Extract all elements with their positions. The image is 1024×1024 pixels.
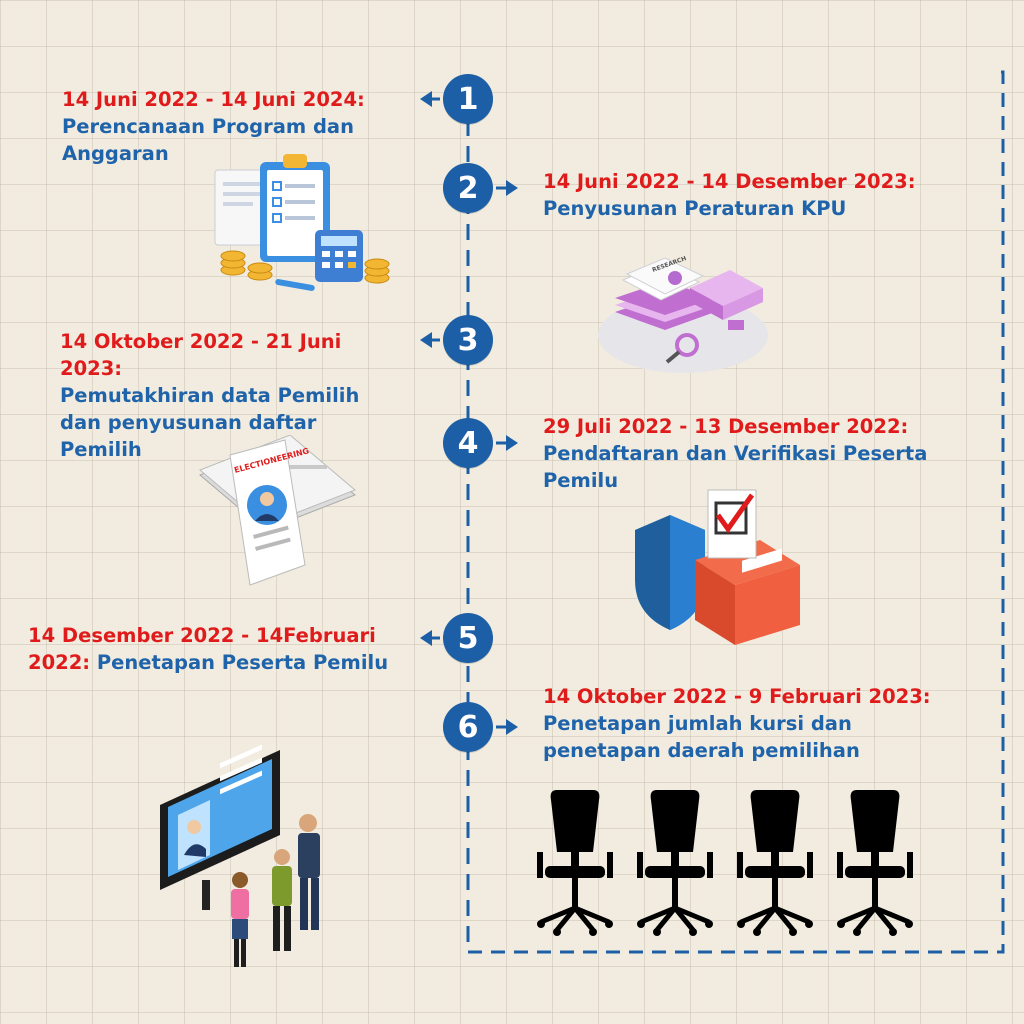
step-1-badge: 1 [443,74,493,124]
step-4-description: Pendaftaran dan Verifikasi Peserta Pemil… [543,442,928,492]
arrow-right-icon [506,435,518,451]
step-6-badge: 6 [443,702,493,752]
step-6-date: 14 Oktober 2022 - 9 Februari 2023: [543,685,931,708]
step-1-description: Perencanaan Program dan Anggaran [62,115,354,165]
step-2-text: 14 Juni 2022 - 14 Desember 2023: Penyusu… [543,168,963,222]
chair-icon [837,790,913,936]
step-2-badge: 2 [443,163,493,213]
coins-icon [220,250,390,284]
step-5-description: Penetapan Peserta Pemilu [96,651,389,674]
budget-clipboard-illustration [214,154,390,291]
people-icon [231,814,320,967]
monitor-icon [160,745,280,910]
document-icon [214,169,271,246]
step-4-text: 29 Juli 2022 - 13 Desember 2022: Pendaft… [543,413,963,494]
step-3-text: 14 Oktober 2022 - 21 Juni 2023: Pemutakh… [60,328,400,463]
pen-icon [275,279,315,291]
sticky-note-icon [728,320,744,330]
clipboard-icon [260,154,330,262]
step-5-date: 14 Desember 2022 - 14Februari 2022: [28,624,376,674]
research-documents-illustration: RESEARCH [598,255,768,373]
step-3-badge: 3 [443,315,493,365]
chair-icon [737,790,813,936]
chair-icon [637,790,713,936]
chair-icon [537,790,613,936]
presentation-screen-illustration [160,745,320,967]
book-stack-icon [690,270,763,320]
step-2-description: Penyusunan Peraturan KPU [543,197,847,220]
step-6-description: Penetapan jumlah kursi dan penetapan dae… [543,712,860,762]
ballot-paper-icon [707,489,757,559]
arrow-right-icon [506,180,518,196]
shield-icon [635,515,705,630]
step-2-date: 14 Juni 2022 - 14 Desember 2023: [543,170,916,193]
step-4-badge: 4 [443,418,493,468]
step-3-description: Pemutakhiran data Pemilih dan penyusunan… [60,384,360,461]
research-paper-icon: RESEARCH [621,255,705,301]
arrow-left-icon [420,332,432,348]
step-5-badge: 5 [443,613,493,663]
ballot-box-icon [695,540,800,645]
arrow-left-icon [420,630,432,646]
calculator-icon [315,230,363,282]
arrow-right-icon [506,719,518,735]
timeline-border [468,70,1005,954]
magnifier-icon [665,333,699,364]
electioneering-poster-illustration: ELECTIONEERING [199,435,356,586]
step-4-date: 29 Juli 2022 - 13 Desember 2022: [543,415,909,438]
step-1-text: 14 Juni 2022 - 14 Juni 2024: Perencanaan… [62,86,402,167]
step-3-date: 14 Oktober 2022 - 21 Juni 2023: [60,330,342,380]
step-1-date: 14 Juni 2022 - 14 Juni 2024: [62,88,365,111]
step-6-text: 14 Oktober 2022 - 9 Februari 2023: Penet… [543,683,953,764]
arrow-left-icon [420,91,432,107]
chairs-illustration [530,788,925,938]
step-5-text: 14 Desember 2022 - 14Februari 2022: Pene… [28,622,398,676]
ballot-box-illustration [635,489,800,645]
